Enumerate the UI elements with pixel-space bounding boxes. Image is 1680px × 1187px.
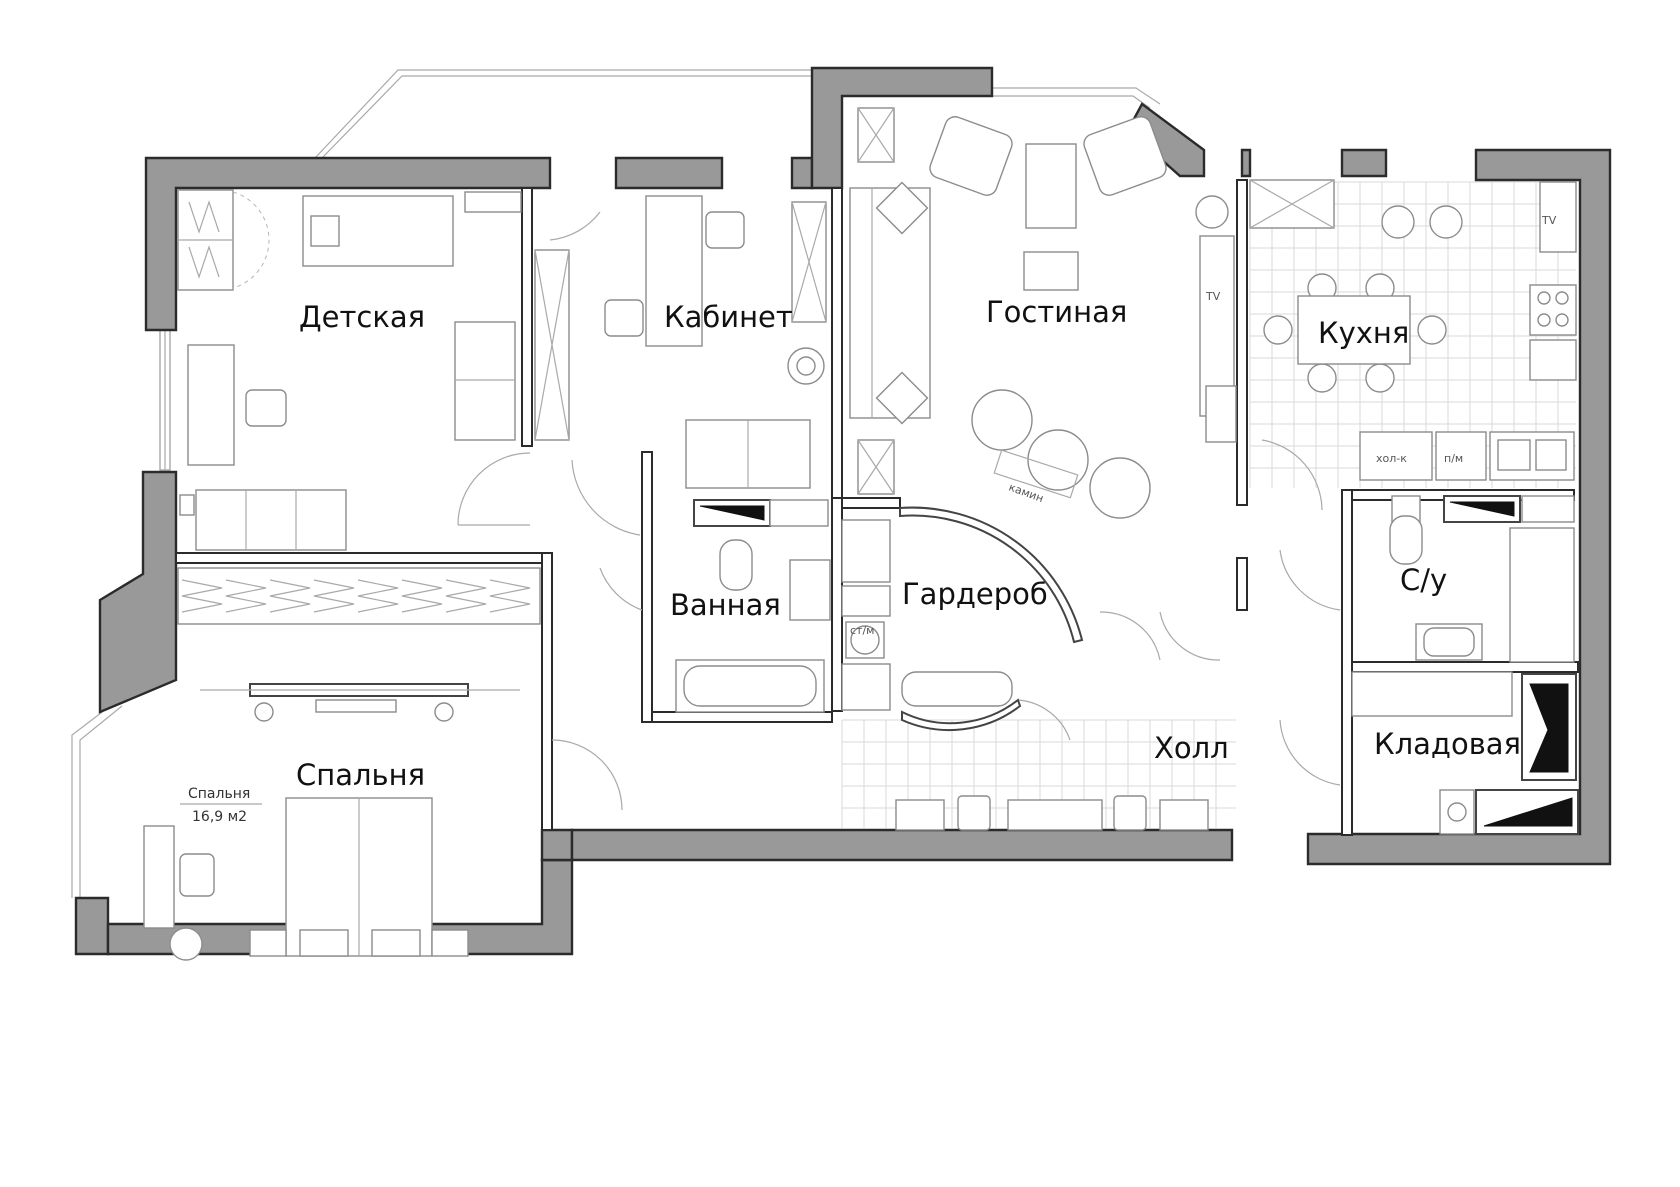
wc-furniture	[1389, 495, 1575, 663]
label-wc: С/у	[1400, 563, 1447, 597]
balcony-lines	[71, 69, 1161, 898]
doors	[457, 211, 1341, 811]
bedroom-tag-area: 16,9 м2	[192, 809, 247, 825]
office-furniture	[534, 195, 827, 489]
label-bedroom: Спальня	[296, 758, 425, 792]
bedroom-furniture	[143, 567, 541, 961]
children-room-furniture	[177, 189, 522, 551]
bathroom-furniture	[675, 499, 831, 713]
fridge-label: хол-к	[1376, 452, 1407, 465]
tv-living-label: TV	[1205, 290, 1221, 303]
wardrobe-furniture	[841, 506, 1084, 731]
dishwasher-label: п/м	[1444, 452, 1463, 465]
label-wardrobe: Гардероб	[902, 577, 1048, 611]
label-living-room: Гостиная	[986, 295, 1127, 329]
kitchen-furniture	[1249, 179, 1577, 481]
tv-kitchen-label: TV	[1541, 214, 1557, 227]
label-office: Кабинет	[664, 300, 793, 334]
washer-label: ст/м	[850, 624, 874, 637]
label-hall: Холл	[1154, 731, 1229, 765]
room-labels: Детская Кабинет Гостиная Кухня Ванная Га…	[180, 214, 1557, 825]
storage-furniture	[1351, 671, 1579, 835]
interior-partitions	[175, 179, 1579, 836]
label-bathroom: Ванная	[670, 588, 781, 622]
hall-furniture	[895, 795, 1209, 831]
label-kitchen: Кухня	[1318, 316, 1409, 350]
label-storage: Кладовая	[1374, 727, 1521, 761]
living-room-furniture	[849, 107, 1237, 519]
bedroom-tag-name: Спальня	[188, 786, 250, 802]
label-children-room: Детская	[299, 300, 425, 334]
